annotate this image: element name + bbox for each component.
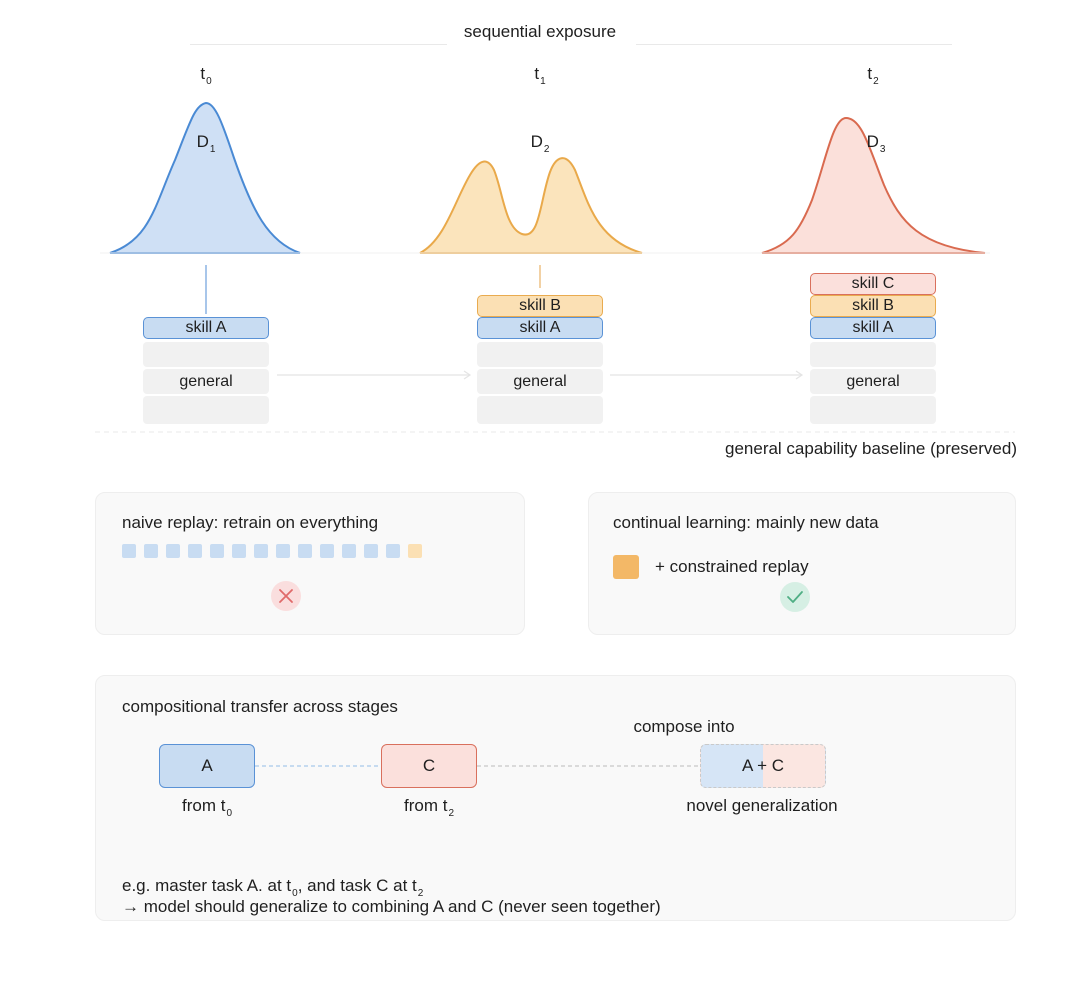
time-label-t1: t1 — [534, 64, 546, 87]
distribution-d1-curve — [109, 101, 301, 254]
example-note-line1: e.g. master task A. at t0, and task C at… — [122, 876, 424, 899]
compose-box-ac: A + C — [700, 744, 826, 788]
time-label-t0: t0 — [200, 64, 212, 87]
stack1-general-label: general — [143, 369, 269, 394]
page-title: sequential exposure — [463, 22, 617, 41]
replay-square-old — [342, 544, 356, 558]
stack2-skill-a: skill A — [477, 317, 603, 339]
naive-replay-panel: naive replay: retrain on everything — [95, 492, 525, 635]
baseline-label: general capability baseline (preserved) — [725, 439, 1017, 458]
replay-square-new — [408, 544, 422, 558]
stack1-general-bottom — [143, 396, 269, 424]
header-rule-right — [636, 44, 952, 45]
x-icon — [271, 581, 301, 611]
replay-square-old — [166, 544, 180, 558]
check-icon — [780, 582, 810, 612]
stack3-skill-c: skill C — [810, 273, 936, 295]
stack2-general-bottom — [477, 396, 603, 424]
distribution-d2-curve — [419, 157, 643, 254]
distribution-label-d2: D2 — [530, 132, 550, 155]
compositional-transfer-panel: compositional transfer across stages com… — [95, 675, 1016, 921]
stack2-general-top — [477, 342, 603, 367]
replay-legend-label: + constrained replay — [655, 557, 809, 576]
stack3-general-top — [810, 342, 936, 367]
replay-square-old — [386, 544, 400, 558]
continual-learning-title: continual learning: mainly new data — [613, 513, 879, 532]
stack3-general-label: general — [810, 369, 936, 394]
example-note-line2: → model should generalize to combining A… — [122, 897, 661, 916]
replay-square-old — [254, 544, 268, 558]
stage-connectors — [95, 265, 1015, 433]
replay-square-old — [144, 544, 158, 558]
replay-square-old — [298, 544, 312, 558]
time-label-t2: t2 — [867, 64, 879, 87]
replay-legend-swatch — [613, 555, 639, 579]
compose-into-label: compose into — [633, 717, 735, 736]
continual-learning-panel: continual learning: mainly new data + co… — [588, 492, 1016, 635]
replay-square-old — [276, 544, 290, 558]
stack1-general-top — [143, 342, 269, 367]
compose-connectors — [255, 765, 701, 767]
stack2-general-label: general — [477, 369, 603, 394]
from-t0-label: from t0 — [181, 796, 233, 819]
replay-square-old — [364, 544, 378, 558]
stack3-skill-b: skill B — [810, 295, 936, 317]
replay-square-old — [232, 544, 246, 558]
novel-generalization-label: novel generalization — [686, 796, 838, 815]
distribution-label-d3: D3 — [866, 132, 886, 155]
compositional-transfer-title: compositional transfer across stages — [122, 697, 398, 716]
replay-square-old — [122, 544, 136, 558]
stack1-skill-a: skill A — [143, 317, 269, 339]
stack3-general-bottom — [810, 396, 936, 424]
replay-square-old — [210, 544, 224, 558]
replay-square-old — [188, 544, 202, 558]
header-rule-left — [190, 44, 447, 45]
from-t2-label: from t2 — [403, 796, 455, 819]
stack3-skill-a: skill A — [810, 317, 936, 339]
compose-box-c: C — [381, 744, 477, 788]
distribution-d3-curve — [761, 116, 986, 254]
distribution-curves — [100, 101, 990, 254]
naive-replay-title: naive replay: retrain on everything — [122, 513, 379, 532]
distribution-label-d1: D1 — [196, 132, 216, 155]
compose-box-a: A — [159, 744, 255, 788]
stack2-skill-b: skill B — [477, 295, 603, 317]
replay-square-old — [320, 544, 334, 558]
